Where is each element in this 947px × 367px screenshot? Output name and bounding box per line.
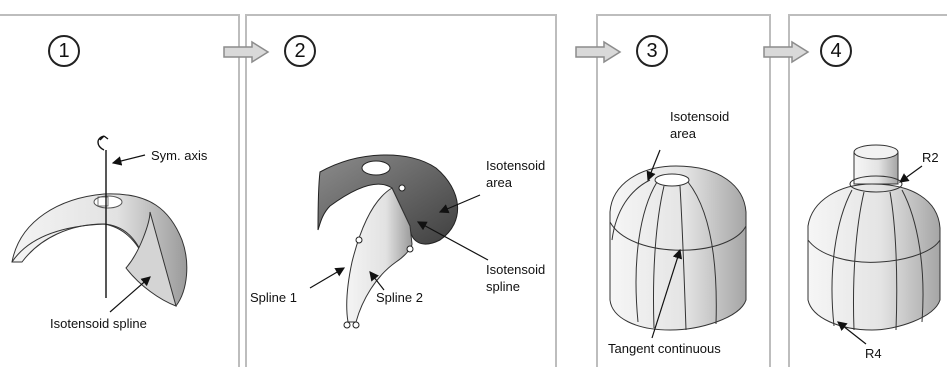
spline-1-label: Spline 1: [250, 290, 297, 306]
isotensoid-area-label: Isotensoid area: [670, 108, 729, 142]
isotensoid-spline-label: Isotensoid spline: [50, 316, 147, 332]
isotensoid-area-label: Isotensoid area: [486, 157, 545, 191]
isotensoid-spline-label: Isotensoid spline: [486, 261, 545, 295]
spline-2-label: Spline 2: [376, 290, 423, 306]
tangent-continuous-label: Tangent continuous: [608, 341, 721, 357]
r2-radius-label: R2: [922, 150, 939, 166]
sym-axis-label: Sym. axis: [151, 148, 207, 164]
panel4-vessel-illustration: [808, 145, 940, 344]
r4-radius-label: R4: [865, 346, 882, 362]
panel3-vessel-illustration: [610, 150, 746, 338]
